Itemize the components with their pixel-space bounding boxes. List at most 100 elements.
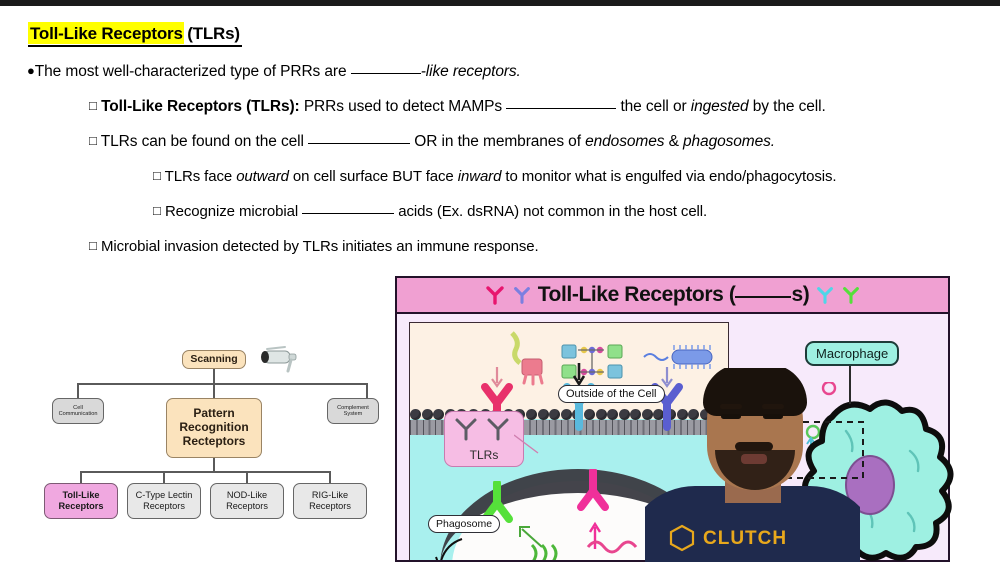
flow-node-complement-system-label: Complement System — [337, 404, 369, 417]
legend-tlrs-label: TLRs — [469, 448, 499, 462]
flow-connector-prr-down — [213, 458, 215, 472]
bullet-line-2: □ Toll-Like Receptors (TLRs): PRRs used … — [89, 98, 826, 116]
receptor-y-icon-cyan — [817, 287, 834, 304]
bullet-line-4: □ TLRs face outward on cell surface BUT … — [153, 168, 837, 185]
macrophage-nucleus — [845, 455, 895, 515]
square-glyph-1: □ — [89, 98, 97, 113]
line3-text-d: & — [664, 133, 684, 150]
lps-ligand-icon — [561, 344, 623, 379]
line4-text-d: inward — [457, 168, 502, 185]
figure-title: Toll-Like Receptors (s) — [538, 283, 810, 307]
presenter-shirt-text: CLUTCH — [703, 528, 788, 549]
arrow-down-red — [491, 367, 503, 388]
bullet-line-1: ●The most well-characterized type of PRR… — [27, 63, 521, 81]
square-glyph-2: □ — [89, 133, 97, 148]
flow-connector-horizontal-top — [77, 383, 367, 385]
line5-text-b: acids (Ex. dsRNA) not common in the host… — [394, 203, 708, 220]
line3-text-c: endosomes — [585, 133, 665, 150]
bullet-line-6: □ Microbial invasion detected by TLRs in… — [89, 238, 539, 255]
line2-text-a: Toll-Like Receptors (TLRs): — [101, 98, 300, 115]
legend-tlrs-box: TLRs — [444, 411, 524, 467]
line3-text-a: TLRs can be found on the cell — [100, 133, 309, 150]
presenter-eye-left — [721, 414, 741, 419]
fill-blank-2 — [506, 108, 617, 109]
dsrna-green-icon — [530, 543, 558, 560]
line2-text-b: PRRs used to detect MAMPs — [299, 98, 507, 115]
flow-node-nod-like-receptors[interactable]: NOD-Like Receptors — [210, 483, 284, 519]
presenter-hair — [703, 368, 807, 416]
flow-node-clr-label: C-Type Lectin Receptors — [135, 490, 193, 511]
legend-y-icon-1 — [455, 418, 477, 441]
label-phagosome-text: Phagosome — [436, 518, 493, 530]
figure-header: Toll-Like Receptors (s) — [397, 278, 948, 314]
line2-text-e: by the cell. — [748, 98, 826, 115]
top-black-bar — [0, 0, 1000, 6]
prr-flowchart: Scanning Cell Communication Pattern Reco… — [30, 340, 400, 560]
title-highlight — [28, 22, 184, 44]
flagellin-ligand-icon — [510, 331, 544, 386]
flow-node-nlr-label: NOD-Like Receptors — [226, 490, 268, 511]
macrophage-leader-line — [849, 360, 851, 404]
line4-text-e: to monitor what is engulfed via endo/pha… — [501, 168, 837, 185]
bacterium-ligand-icon — [643, 345, 713, 369]
square-glyph-3: □ — [153, 168, 161, 183]
flow-node-c-type-lectin-receptors[interactable]: C-Type Lectin Receptors — [127, 483, 201, 519]
legend-y-icon-2 — [487, 418, 509, 441]
flow-node-cell-communication-label: Cell Communication — [58, 404, 98, 417]
figure-title-blank — [735, 296, 792, 298]
ssrna-magenta-icon — [586, 540, 638, 554]
line1-text-b: -like receptors. — [420, 63, 521, 80]
flow-connector-right-down — [366, 383, 368, 399]
flow-node-toll-like-receptors[interactable]: Toll-Like Receptors — [44, 483, 118, 519]
fill-blank-3 — [308, 143, 411, 144]
flow-node-pattern-recognition-receptors[interactable]: Pattern Recognition Recteptors — [166, 398, 262, 458]
flow-node-prr-label: Pattern Recognition Recteptors — [179, 406, 249, 448]
flow-connector-leaf2-down — [163, 471, 165, 484]
flow-connector-center-down — [213, 383, 215, 399]
flow-node-cell-communication[interactable]: Cell Communication — [52, 398, 104, 424]
presenter-mustache — [735, 442, 773, 451]
line3-text-e: phagosomes. — [683, 133, 775, 150]
flow-connector-leaf1-down — [80, 471, 82, 484]
flow-node-scanning[interactable]: Scanning — [182, 350, 246, 369]
flow-node-rlr-label: RIG-Like Receptors — [309, 490, 351, 511]
presenter-eyebrow-left — [720, 404, 742, 409]
line4-text-c: on cell surface BUT face — [288, 168, 458, 185]
phagosome-pointer-arrow-icon — [435, 538, 463, 560]
presenter-webcam: CLUTCH — [645, 368, 860, 562]
line4-text-a: TLRs face — [164, 168, 237, 185]
line4-text-b: outward — [236, 168, 289, 185]
line2-text-d: ingested — [690, 98, 749, 115]
flow-node-tlr-label: Toll-Like Receptors — [58, 490, 104, 511]
presenter-eyebrow-right — [762, 404, 784, 409]
receptor-y-icon-green — [843, 287, 860, 304]
label-outside-of-cell-text: Outside of the Cell — [566, 388, 657, 400]
bullet-line-5: □ Recognize microbial acids (Ex. dsRNA) … — [153, 203, 707, 220]
label-macrophage-text: Macrophage — [816, 346, 889, 361]
line2-text-c: the cell or — [616, 98, 691, 115]
flow-node-complement-system[interactable]: Complement System — [327, 398, 379, 424]
hexagon-logo-icon — [669, 524, 695, 552]
label-macrophage: Macrophage — [805, 341, 900, 366]
presenter-mouth — [741, 454, 767, 464]
receptor-y-icon-magenta — [485, 286, 504, 305]
legend-leader-line — [514, 434, 539, 454]
page-title-text: Toll-Like Receptors (TLRs) — [30, 24, 240, 43]
flow-connector-root-down — [213, 369, 215, 383]
tlr-receptor-magenta-endosomal — [577, 469, 609, 511]
line6-text-a: Microbial invasion detected by TLRs init… — [100, 238, 539, 255]
figure-title-a: Toll-Like Receptors ( — [537, 283, 736, 306]
arrow-down-black — [572, 363, 586, 387]
line5-text-a: Recognize microbial — [164, 203, 303, 220]
page-title: Toll-Like Receptors (TLRs) — [28, 22, 242, 47]
flow-connector-leaf3-down — [246, 471, 248, 484]
fill-blank-1 — [350, 73, 421, 74]
arrow-down-purple — [661, 367, 673, 388]
bullet-glyph: ● — [27, 63, 35, 78]
flow-node-scanning-label: Scanning — [190, 353, 238, 366]
flow-connector-leaf4-down — [329, 471, 331, 484]
fill-blank-4 — [302, 213, 395, 214]
flow-node-rig-like-receptors[interactable]: RIG-Like Receptors — [293, 483, 367, 519]
page-title-wrap: Toll-Like Receptors (TLRs) — [28, 22, 242, 47]
bullet-line-3: □ TLRs can be found on the cell OR in th… — [89, 133, 775, 151]
